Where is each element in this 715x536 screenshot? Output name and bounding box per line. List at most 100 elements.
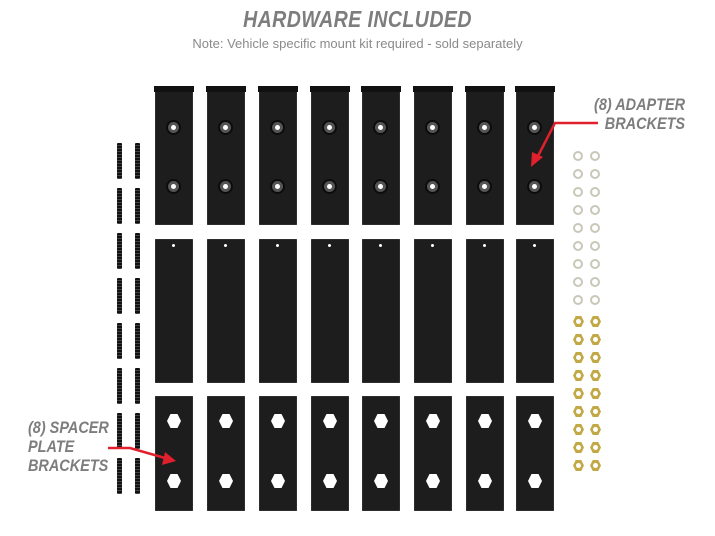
pin-hole bbox=[379, 244, 382, 247]
bolt-hole bbox=[272, 181, 283, 192]
lock-washer bbox=[573, 277, 583, 287]
spacer-plate bbox=[311, 239, 349, 383]
bolt-hole bbox=[168, 181, 179, 192]
hex-hole bbox=[374, 414, 388, 428]
bolt-hole bbox=[220, 122, 231, 133]
pin-hole bbox=[172, 244, 175, 247]
spacer-label-line: (8) SPACER bbox=[28, 418, 109, 437]
hex-nut bbox=[590, 334, 601, 345]
hex-spacer-plate bbox=[414, 396, 452, 511]
bolt bbox=[135, 413, 140, 449]
adapter-label-line: BRACKETS bbox=[604, 114, 686, 133]
bolt-hole bbox=[324, 181, 335, 192]
bolt bbox=[117, 458, 122, 494]
hex-spacer-plate bbox=[466, 396, 504, 511]
hex-hole bbox=[528, 474, 542, 488]
lock-washer bbox=[573, 223, 583, 233]
pin-hole bbox=[431, 244, 434, 247]
bracket-lip bbox=[465, 86, 505, 92]
hex-hole bbox=[271, 414, 285, 428]
lock-washer bbox=[573, 241, 583, 251]
bolt-hole bbox=[168, 122, 179, 133]
bolt bbox=[117, 188, 122, 224]
hex-spacer-plate bbox=[362, 396, 400, 511]
bolt bbox=[117, 233, 122, 269]
bolt bbox=[135, 188, 140, 224]
adapter-bracket bbox=[310, 86, 350, 225]
lock-washer bbox=[590, 151, 600, 161]
page-title: HARDWARE INCLUDED bbox=[243, 6, 472, 32]
bolt bbox=[135, 233, 140, 269]
hex-hole bbox=[528, 414, 542, 428]
lock-washer bbox=[590, 205, 600, 215]
spacer-plate bbox=[207, 239, 245, 383]
hex-hole bbox=[219, 414, 233, 428]
adapter-bracket bbox=[154, 86, 194, 225]
bracket-lip bbox=[413, 86, 453, 92]
hex-spacer-plate bbox=[516, 396, 554, 511]
hex-hole bbox=[374, 474, 388, 488]
bolt-hole bbox=[272, 122, 283, 133]
lock-washer bbox=[590, 223, 600, 233]
lock-washer bbox=[590, 295, 600, 305]
bolt-hole bbox=[375, 181, 386, 192]
spacer-plate bbox=[259, 239, 297, 383]
adapter-label-line: (8) ADAPTER bbox=[594, 95, 686, 114]
pin-hole bbox=[224, 244, 227, 247]
lock-washer bbox=[573, 295, 583, 305]
hex-nut bbox=[590, 388, 601, 399]
note-text: Note: Vehicle specific mount kit require… bbox=[192, 36, 523, 51]
bolt bbox=[135, 458, 140, 494]
spacer-arrow bbox=[108, 446, 176, 465]
bracket-lip bbox=[258, 86, 298, 92]
hex-hole bbox=[323, 474, 337, 488]
bolt-hole bbox=[427, 122, 438, 133]
bolt-hole bbox=[427, 181, 438, 192]
lock-washer bbox=[590, 169, 600, 179]
lock-washer bbox=[590, 277, 600, 287]
adapter-bracket bbox=[465, 86, 505, 225]
spacer-plate bbox=[516, 239, 554, 383]
lock-washer bbox=[590, 241, 600, 251]
hex-nut bbox=[590, 406, 601, 417]
hex-nut bbox=[573, 460, 584, 471]
bolt-hole bbox=[529, 122, 540, 133]
hex-nut bbox=[590, 424, 601, 435]
hex-nut bbox=[590, 442, 601, 453]
hex-nut bbox=[573, 352, 584, 363]
spacer-plate bbox=[466, 239, 504, 383]
hex-nut bbox=[573, 406, 584, 417]
pin-hole bbox=[328, 244, 331, 247]
hex-hole bbox=[323, 414, 337, 428]
adapter-brackets-label: (8) ADAPTER BRACKETS bbox=[594, 95, 685, 133]
pin-hole bbox=[276, 244, 279, 247]
adapter-bracket bbox=[361, 86, 401, 225]
bolt-hole bbox=[479, 122, 490, 133]
hex-nut bbox=[573, 388, 584, 399]
spacer-label-line: BRACKETS bbox=[28, 456, 109, 475]
hex-hole bbox=[426, 474, 440, 488]
bolt-hole bbox=[529, 181, 540, 192]
hex-nut bbox=[573, 334, 584, 345]
hex-hole bbox=[478, 414, 492, 428]
spacer-label-line: PLATE bbox=[28, 437, 75, 456]
lock-washer bbox=[590, 187, 600, 197]
hex-hole bbox=[271, 474, 285, 488]
hex-nut bbox=[590, 352, 601, 363]
bolt-hole bbox=[375, 122, 386, 133]
adapter-arrow bbox=[531, 121, 598, 167]
bolt bbox=[135, 278, 140, 314]
hex-nut bbox=[573, 424, 584, 435]
pin-hole bbox=[483, 244, 486, 247]
bolt-hole bbox=[220, 181, 231, 192]
hex-spacer-plate bbox=[207, 396, 245, 511]
hex-nut bbox=[590, 460, 601, 471]
hex-hole bbox=[478, 474, 492, 488]
lock-washer bbox=[573, 205, 583, 215]
bolt bbox=[117, 278, 122, 314]
hex-hole bbox=[167, 474, 181, 488]
bolt-hole bbox=[479, 181, 490, 192]
hex-hole bbox=[167, 414, 181, 428]
spacer-plate bbox=[414, 239, 452, 383]
